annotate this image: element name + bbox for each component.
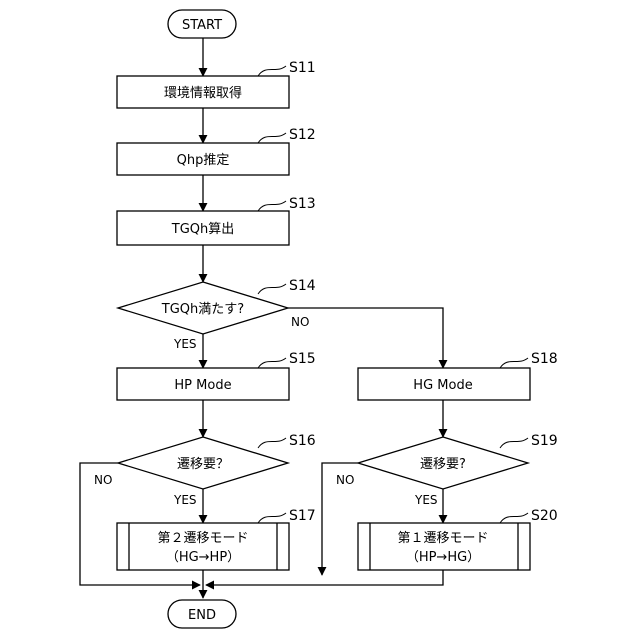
s20-id: S20 <box>531 508 558 524</box>
s16-no-label: NO <box>94 473 112 487</box>
s13-label: TGQh算出 <box>171 222 235 237</box>
s16-yes-label: YES <box>173 493 197 507</box>
s18-label: HG Mode <box>413 378 472 393</box>
s16-leader <box>258 438 286 448</box>
connectors <box>80 38 443 598</box>
s14-no-label: NO <box>291 315 309 329</box>
s14-leader <box>258 284 286 294</box>
s17-id: S17 <box>289 508 316 524</box>
s14-id: S14 <box>289 278 316 294</box>
end-label: END <box>188 608 216 623</box>
s19-label: 遷移要? <box>420 457 466 472</box>
s19-yes-label: YES <box>414 493 438 507</box>
s20-sublabel: （HP→HG） <box>406 550 480 565</box>
s18-leader <box>500 358 528 368</box>
s20-leader <box>500 513 528 523</box>
s13-leader <box>258 201 286 211</box>
s13-id: S13 <box>289 196 316 212</box>
s11-leader <box>258 66 286 76</box>
s15-id: S15 <box>289 351 316 367</box>
s12-id: S12 <box>289 127 316 143</box>
s14-label: TGQh満たす? <box>161 302 244 317</box>
s19-id: S19 <box>531 433 558 449</box>
s17-leader <box>258 513 286 523</box>
s14-yes-label: YES <box>173 337 197 351</box>
s11-id: S11 <box>289 60 316 76</box>
s12-leader <box>258 133 286 143</box>
s15-leader <box>258 358 286 368</box>
s16-label: 遷移要？ <box>177 457 229 472</box>
s19-no-label: NO <box>336 473 354 487</box>
s17-label: 第２遷移モード <box>157 531 248 546</box>
arrow-s20-merge <box>206 570 443 585</box>
s17-sublabel: （HG→HP） <box>166 550 240 565</box>
s19-leader <box>500 438 528 448</box>
s18-id: S18 <box>531 351 558 367</box>
s11-label: 環境情報取得 <box>164 85 242 101</box>
s20-label: 第１遷移モード <box>397 531 488 546</box>
s12-label: Qhp推定 <box>177 153 230 168</box>
start-label: START <box>182 18 222 33</box>
s15-label: HP Mode <box>174 378 231 393</box>
s16-id: S16 <box>289 433 316 449</box>
